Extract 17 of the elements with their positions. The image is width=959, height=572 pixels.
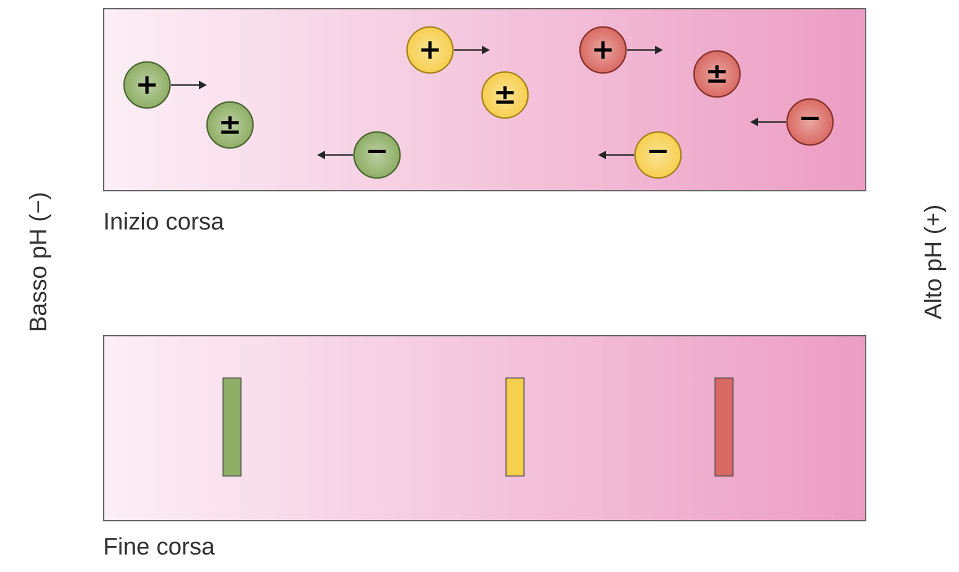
protein-band xyxy=(506,378,524,476)
charged-molecule: − xyxy=(353,131,401,179)
ph-label: Basso pH (−) xyxy=(28,193,52,330)
charged-molecule: − xyxy=(634,131,682,179)
ph-label: Alto pH (+) xyxy=(924,206,946,320)
charged-molecule: − xyxy=(786,98,834,146)
protein-band xyxy=(714,378,734,476)
charged-molecule: + xyxy=(123,61,171,109)
charged-molecule: ± xyxy=(206,101,254,149)
stage-caption: Inizio corsa xyxy=(105,212,224,230)
protein-band xyxy=(222,378,242,476)
charged-molecule: ± xyxy=(693,50,741,98)
charged-molecule: ± xyxy=(481,71,529,119)
gel-strip xyxy=(103,335,866,522)
charged-molecule: + xyxy=(579,26,627,74)
charged-molecule: + xyxy=(406,26,454,74)
stage-caption: Fine corsa xyxy=(105,537,215,555)
